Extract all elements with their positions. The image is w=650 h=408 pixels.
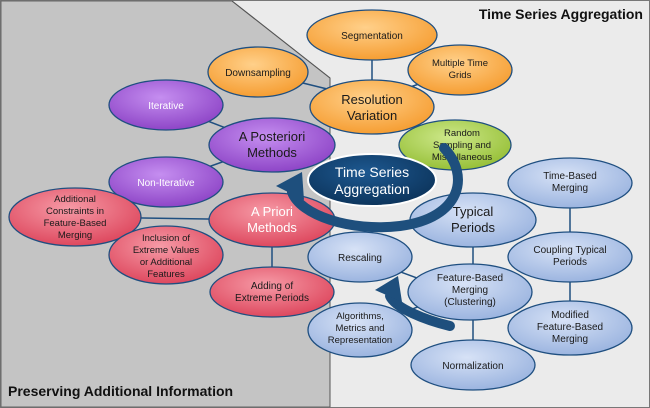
node-feature-based-merging: Feature-Based Merging (Clustering) xyxy=(407,263,533,321)
svg-text:Merging: Merging xyxy=(58,230,92,241)
svg-text:Modified: Modified xyxy=(551,310,589,321)
svg-text:Representation: Representation xyxy=(328,335,392,346)
aggregation-region-title: Time Series Aggregation xyxy=(479,6,643,22)
svg-text:Iterative: Iterative xyxy=(148,101,184,112)
svg-text:Adding of: Adding of xyxy=(251,281,293,292)
svg-text:Extreme Periods: Extreme Periods xyxy=(235,293,309,304)
svg-text:Grids: Grids xyxy=(449,70,472,81)
svg-text:Algorithms,: Algorithms, xyxy=(336,311,384,322)
svg-text:Methods: Methods xyxy=(247,145,297,160)
node-center-time-series-aggregation: Time Series Aggregation xyxy=(307,153,437,207)
node-algorithms-metrics: Algorithms, Metrics and Representation xyxy=(307,302,413,358)
node-rescaling: Rescaling xyxy=(307,231,413,283)
svg-text:Periods: Periods xyxy=(451,220,496,235)
node-non-iterative: Non-Iterative xyxy=(108,156,224,208)
node-iterative: Iterative xyxy=(108,79,224,131)
circular-arrows xyxy=(276,143,463,331)
svg-text:Feature-Based: Feature-Based xyxy=(437,273,503,284)
node-normalization: Normalization xyxy=(410,339,536,391)
svg-text:Periods: Periods xyxy=(553,257,587,268)
svg-text:Miscellaneous: Miscellaneous xyxy=(432,152,492,163)
svg-text:A Posteriori: A Posteriori xyxy=(239,129,306,144)
node-segmentation: Segmentation xyxy=(306,9,438,61)
svg-text:Resolution: Resolution xyxy=(341,92,402,107)
svg-text:Merging: Merging xyxy=(552,183,588,194)
svg-text:Extreme Values: Extreme Values xyxy=(133,245,200,256)
node-multiple-time-grids: Multiple Time Grids xyxy=(407,44,513,96)
svg-text:Random: Random xyxy=(444,128,480,139)
svg-text:Merging: Merging xyxy=(552,334,588,345)
svg-text:Methods: Methods xyxy=(247,220,297,235)
svg-text:Non-Iterative: Non-Iterative xyxy=(137,178,195,189)
node-coupling-typical-periods: Coupling Typical Periods xyxy=(507,231,633,283)
node-adding-extreme-periods: Adding of Extreme Periods xyxy=(209,266,335,318)
arrow-head-left-icon xyxy=(276,172,304,200)
node-a-posteriori: A Posteriori Methods xyxy=(208,117,336,173)
svg-text:or Additional: or Additional xyxy=(140,257,192,268)
svg-text:Time-Based: Time-Based xyxy=(543,171,597,182)
preserving-region-title: Preserving Additional Information xyxy=(8,383,233,399)
node-resolution-variation: Resolution Variation xyxy=(309,79,435,135)
svg-text:Constraints in: Constraints in xyxy=(46,206,104,217)
svg-text:Feature-Based: Feature-Based xyxy=(44,218,107,229)
svg-text:Segmentation: Segmentation xyxy=(341,31,403,42)
node-additional-constraints: Additional Constraints in Feature-Based … xyxy=(8,187,142,247)
svg-text:Metrics and: Metrics and xyxy=(335,323,384,334)
svg-text:Inclusion of: Inclusion of xyxy=(142,233,190,244)
svg-text:Merging: Merging xyxy=(452,285,488,296)
node-downsampling: Downsampling xyxy=(207,46,309,98)
svg-text:Feature-Based: Feature-Based xyxy=(537,322,603,333)
node-random-sampling: Random Sampling and Miscellaneous xyxy=(398,119,512,171)
node-inclusion-extreme: Inclusion of Extreme Values or Additiona… xyxy=(108,225,224,285)
svg-text:Coupling Typical: Coupling Typical xyxy=(533,245,606,256)
svg-text:Multiple Time: Multiple Time xyxy=(432,58,488,69)
svg-text:Time Series: Time Series xyxy=(335,164,409,180)
svg-text:Features: Features xyxy=(147,269,185,280)
svg-text:Aggregation: Aggregation xyxy=(334,181,410,197)
svg-text:Rescaling: Rescaling xyxy=(338,253,382,264)
svg-text:Variation: Variation xyxy=(347,108,397,123)
node-a-priori: A Priori Methods xyxy=(208,192,336,248)
svg-text:Additional: Additional xyxy=(54,194,96,205)
svg-text:Typical: Typical xyxy=(453,204,494,219)
svg-text:(Clustering): (Clustering) xyxy=(444,297,496,308)
svg-text:Normalization: Normalization xyxy=(442,361,503,372)
arrow-head-lower-icon xyxy=(375,276,402,302)
svg-text:Downsampling: Downsampling xyxy=(225,68,291,79)
svg-text:A Priori: A Priori xyxy=(251,204,293,219)
node-time-based-merging: Time-Based Merging xyxy=(507,157,633,209)
svg-text:Sampling and: Sampling and xyxy=(433,140,491,151)
node-modified-feature-based: Modified Feature-Based Merging xyxy=(507,300,633,356)
